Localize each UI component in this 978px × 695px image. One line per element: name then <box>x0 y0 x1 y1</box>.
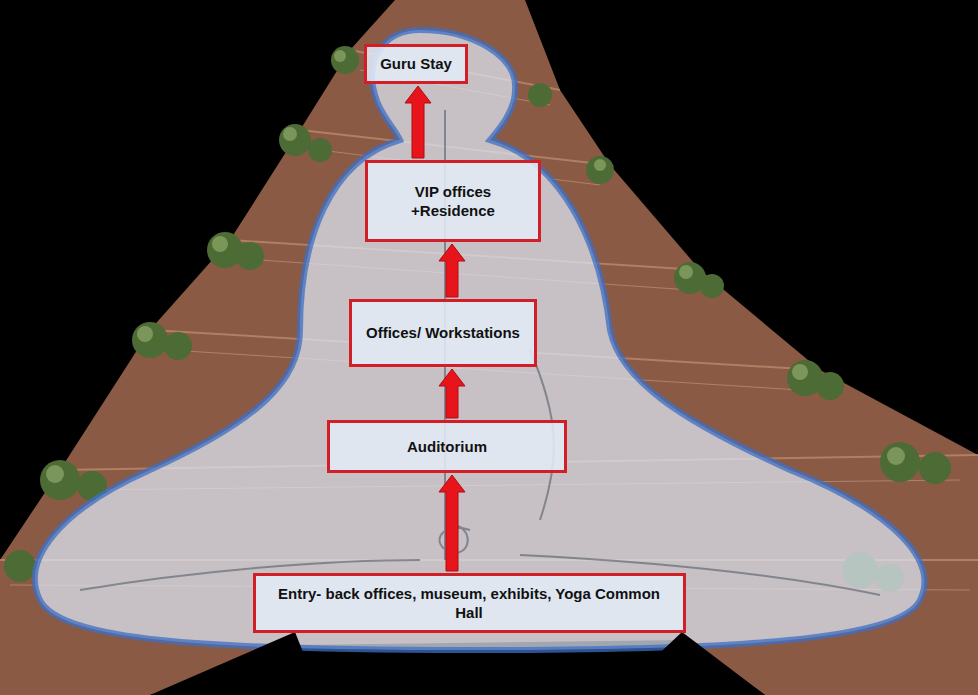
flow-box: Offices/ Workstations <box>349 299 537 367</box>
flow-arrow <box>439 369 465 418</box>
meditating-figure <box>35 30 924 650</box>
box-content: Auditorium <box>407 437 487 457</box>
flow-box: Auditorium <box>327 420 567 473</box>
flow-box: Entry- back offices, museum, exhibits, Y… <box>253 573 686 633</box>
box-label: VIP offices +Residence <box>376 182 530 221</box>
flow-box: VIP offices +Residence <box>365 160 541 242</box>
box-content: Offices/ Workstations <box>366 323 520 343</box>
box-label: Guru Stay <box>380 54 452 74</box>
flow-arrow <box>405 86 431 158</box>
box-label: Offices/ Workstations <box>366 323 520 343</box>
ground-wedge <box>150 632 320 695</box>
box-content: Guru Stay <box>380 54 452 74</box>
box-content: VIP offices +Residence <box>376 182 530 221</box>
box-label: Entry- back offices, museum, exhibits, Y… <box>264 584 675 623</box>
ground-wedge <box>615 632 765 695</box>
flow-arrow <box>439 475 465 571</box>
flow-arrow <box>439 244 465 297</box>
box-label: Auditorium <box>407 437 487 457</box>
flow-box: Guru Stay <box>364 44 468 84</box>
energy-lines <box>80 110 880 595</box>
box-content: Entry- back offices, museum, exhibits, Y… <box>264 584 675 623</box>
